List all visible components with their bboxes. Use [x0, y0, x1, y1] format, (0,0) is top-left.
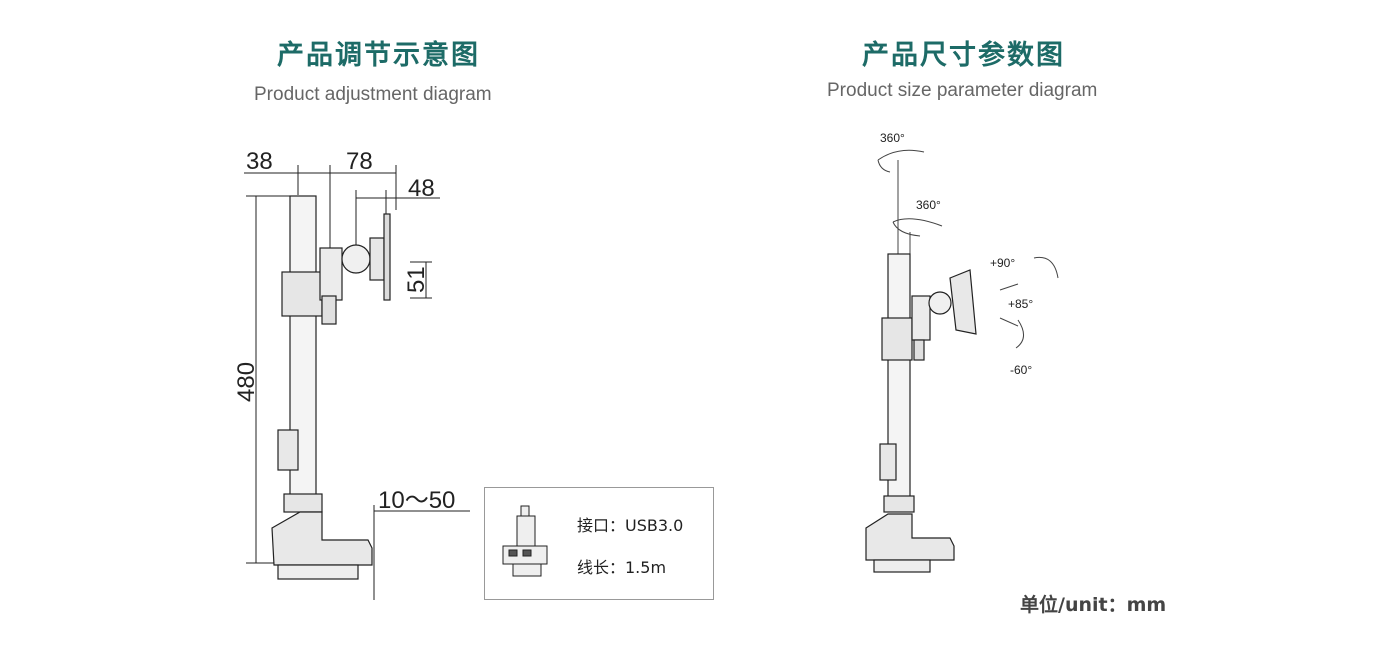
usb-port-label: 接口：USB3.0 — [577, 516, 684, 535]
dim-480-label: 480 — [233, 362, 260, 402]
usb-cable-label: 线长：1.5m — [577, 558, 667, 577]
angle-arm-rotation: 360° — [916, 198, 941, 212]
left-title: 产品调节示意图 — [277, 40, 480, 71]
dim-38-label: 38 — [246, 148, 273, 175]
dim-48-label: 48 — [408, 175, 435, 202]
unit-note: 单位/unit：mm — [1020, 594, 1167, 616]
usb-info-box: 接口：USB3.0 线长：1.5m — [484, 487, 714, 600]
angle-tilt-down: -60° — [1010, 363, 1032, 377]
usb-hub-icon — [502, 505, 548, 577]
dim-clamp-label: 10～50 — [378, 487, 455, 514]
angle-tilt-up: +90° — [990, 256, 1015, 270]
right-title: 产品尺寸参数图 — [862, 40, 1065, 71]
dim-51-label: 51 — [403, 266, 430, 293]
angle-top-rotation: 360° — [880, 131, 905, 145]
dim-78-label: 78 — [346, 148, 373, 175]
angle-tilt-forward: +85° — [1008, 297, 1033, 311]
right-subtitle: Product size parameter diagram — [827, 80, 1098, 101]
left-subtitle: Product adjustment diagram — [254, 84, 492, 105]
